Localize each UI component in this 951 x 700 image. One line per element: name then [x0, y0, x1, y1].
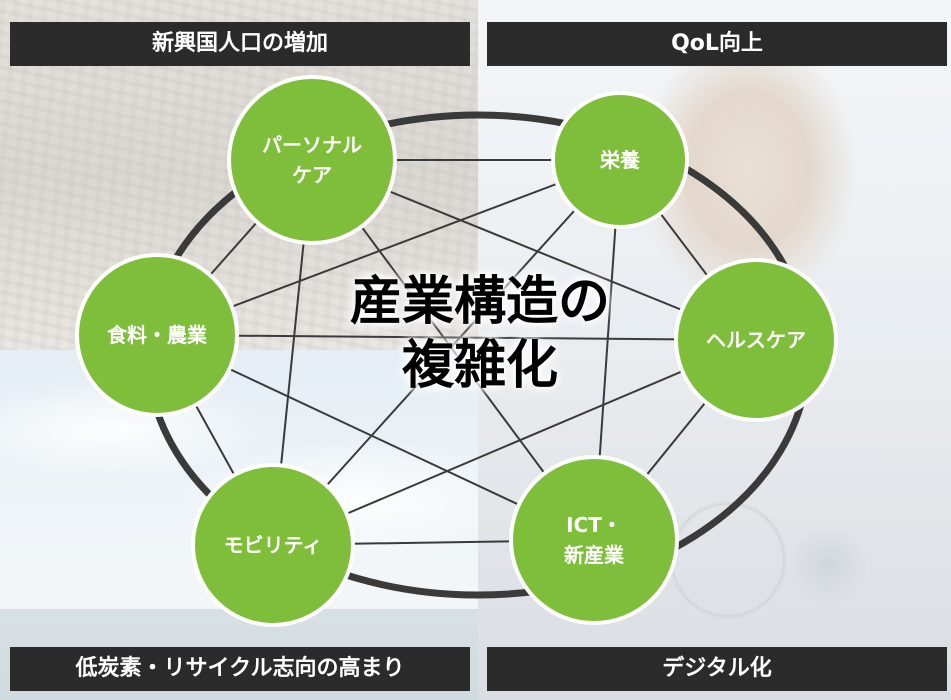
center-title-line1: 産業構造の — [349, 272, 610, 332]
banner-digitalization: デジタル化 — [487, 647, 947, 691]
node-food-agri: 食料・農業 — [75, 253, 239, 417]
node-circle — [551, 91, 689, 229]
banner-low-carbon: 低炭素・リサイクル志向の高まり — [10, 647, 470, 691]
node-label: ヘルスケア — [706, 328, 806, 352]
node-label: 新産業 — [564, 543, 625, 567]
center-title-line2: 複雑化 — [401, 336, 558, 396]
center-title: 産業構造の 複雑化 — [270, 270, 690, 398]
node-label: ケア — [292, 163, 332, 187]
banner-emerging-population: 新興国人口の増加 — [10, 22, 470, 66]
node-circle — [674, 258, 838, 422]
node-label: パーソナル — [262, 133, 362, 157]
link-nutrition-food_agri — [156, 159, 621, 336]
node-mobility: モビリティ — [191, 463, 355, 627]
node-label: 栄養 — [599, 148, 641, 172]
node-circle — [191, 463, 355, 627]
node-label: 食料・農業 — [107, 323, 208, 347]
node-circle — [75, 253, 239, 417]
node-ict: ICT・新産業 — [509, 455, 679, 625]
node-label: ICT・ — [566, 513, 622, 537]
link-food_agri-healthcare — [156, 334, 757, 341]
banner-qol: QoL向上 — [487, 22, 947, 66]
node-circle — [227, 75, 397, 245]
node-label: モビリティ — [224, 533, 323, 557]
link-healthcare-mobility — [272, 339, 757, 546]
node-nutrition: 栄養 — [551, 91, 689, 229]
link-nutrition-mobility — [272, 159, 621, 546]
node-healthcare: ヘルスケア — [674, 258, 838, 422]
node-circle — [509, 455, 679, 625]
